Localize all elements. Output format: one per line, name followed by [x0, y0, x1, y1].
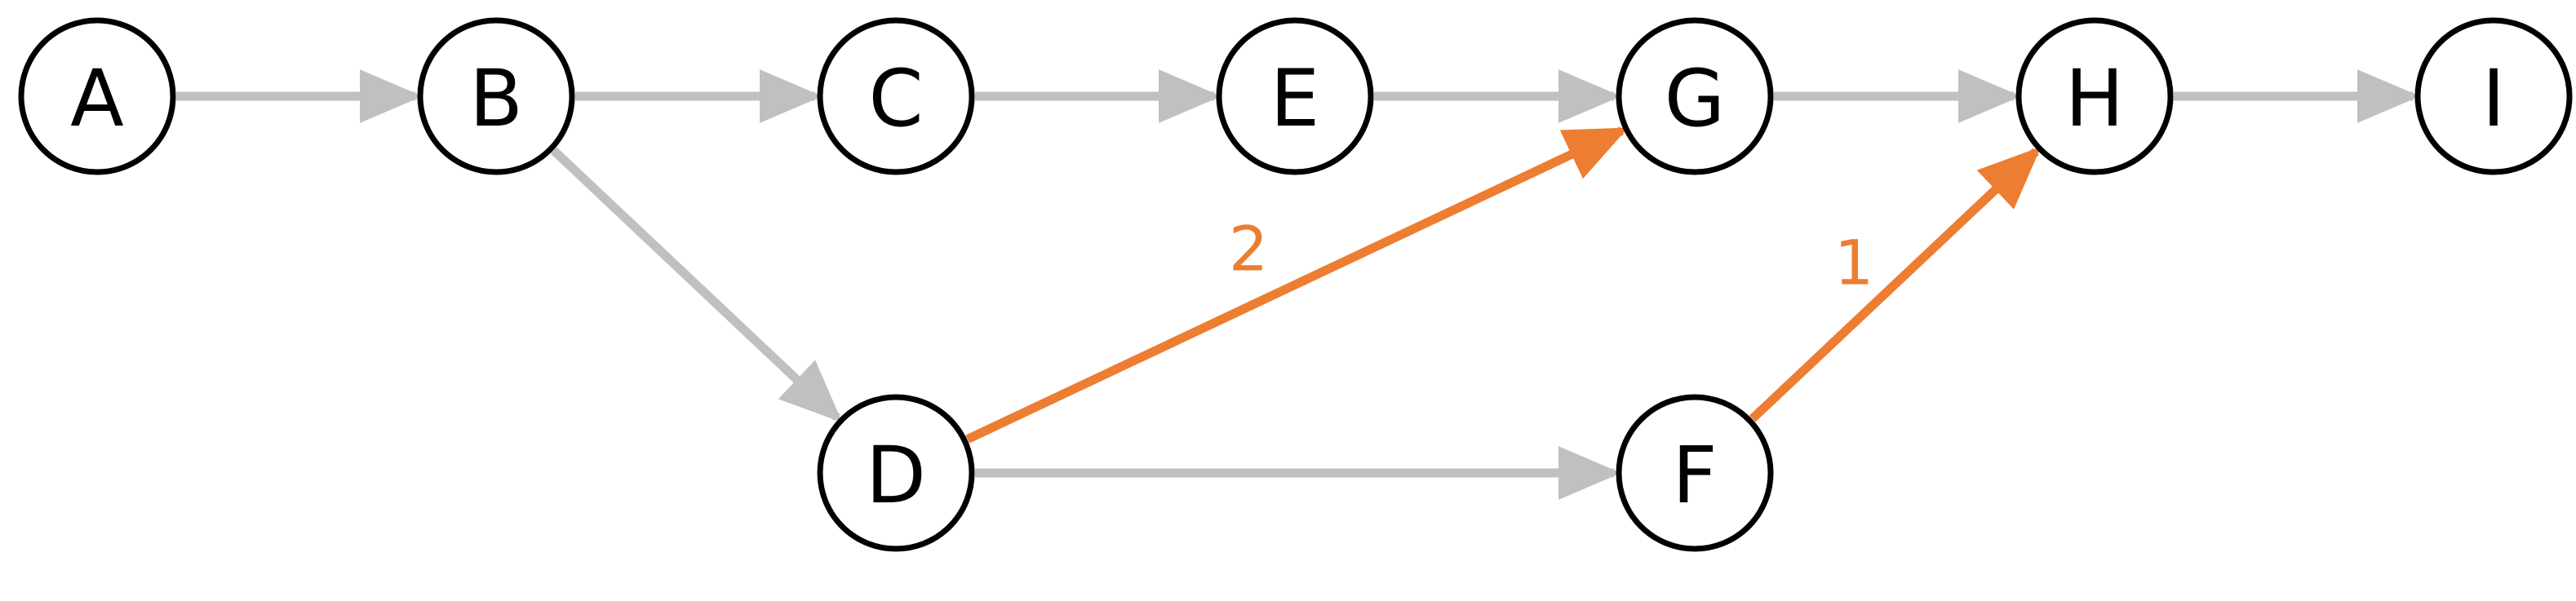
node-label-h: H [2065, 53, 2124, 144]
node-i: I [2414, 17, 2573, 175]
node-h: H [2015, 17, 2174, 175]
node-circle-g [1616, 17, 1774, 175]
node-f: F [1616, 394, 1774, 552]
node-label-e: E [1270, 53, 1320, 144]
node-label-c: C [868, 53, 923, 144]
node-a: A [18, 17, 176, 175]
edge-label-d-g: 2 [1229, 213, 1268, 285]
node-circle-f [1616, 394, 1774, 552]
node-circle-e [1216, 17, 1374, 175]
node-circle-i [2414, 17, 2573, 175]
node-circle-d [817, 394, 975, 552]
node-d: D [817, 394, 975, 552]
edge-b-d [550, 147, 843, 423]
node-label-b: B [469, 53, 523, 144]
node-c: C [817, 17, 975, 175]
node-circle-b [417, 17, 575, 175]
node-label-a: A [70, 53, 124, 144]
node-label-g: G [1665, 53, 1725, 144]
node-b: B [417, 17, 575, 175]
node-circle-h [2015, 17, 2174, 175]
edge-d-g [965, 126, 1629, 444]
edge-label-f-h: 1 [1834, 227, 1873, 299]
nodes-layer: A B C D E F G H I [18, 17, 2573, 552]
node-circle-c [817, 17, 975, 175]
node-e: E [1216, 17, 1374, 175]
node-label-d: D [866, 430, 926, 521]
edge-f-h [1749, 146, 2042, 422]
node-label-f: F [1672, 430, 1717, 521]
node-g: G [1616, 17, 1774, 175]
edges-layer [176, 69, 2420, 500]
node-label-i: I [2482, 53, 2505, 144]
node-circle-a [18, 17, 176, 175]
